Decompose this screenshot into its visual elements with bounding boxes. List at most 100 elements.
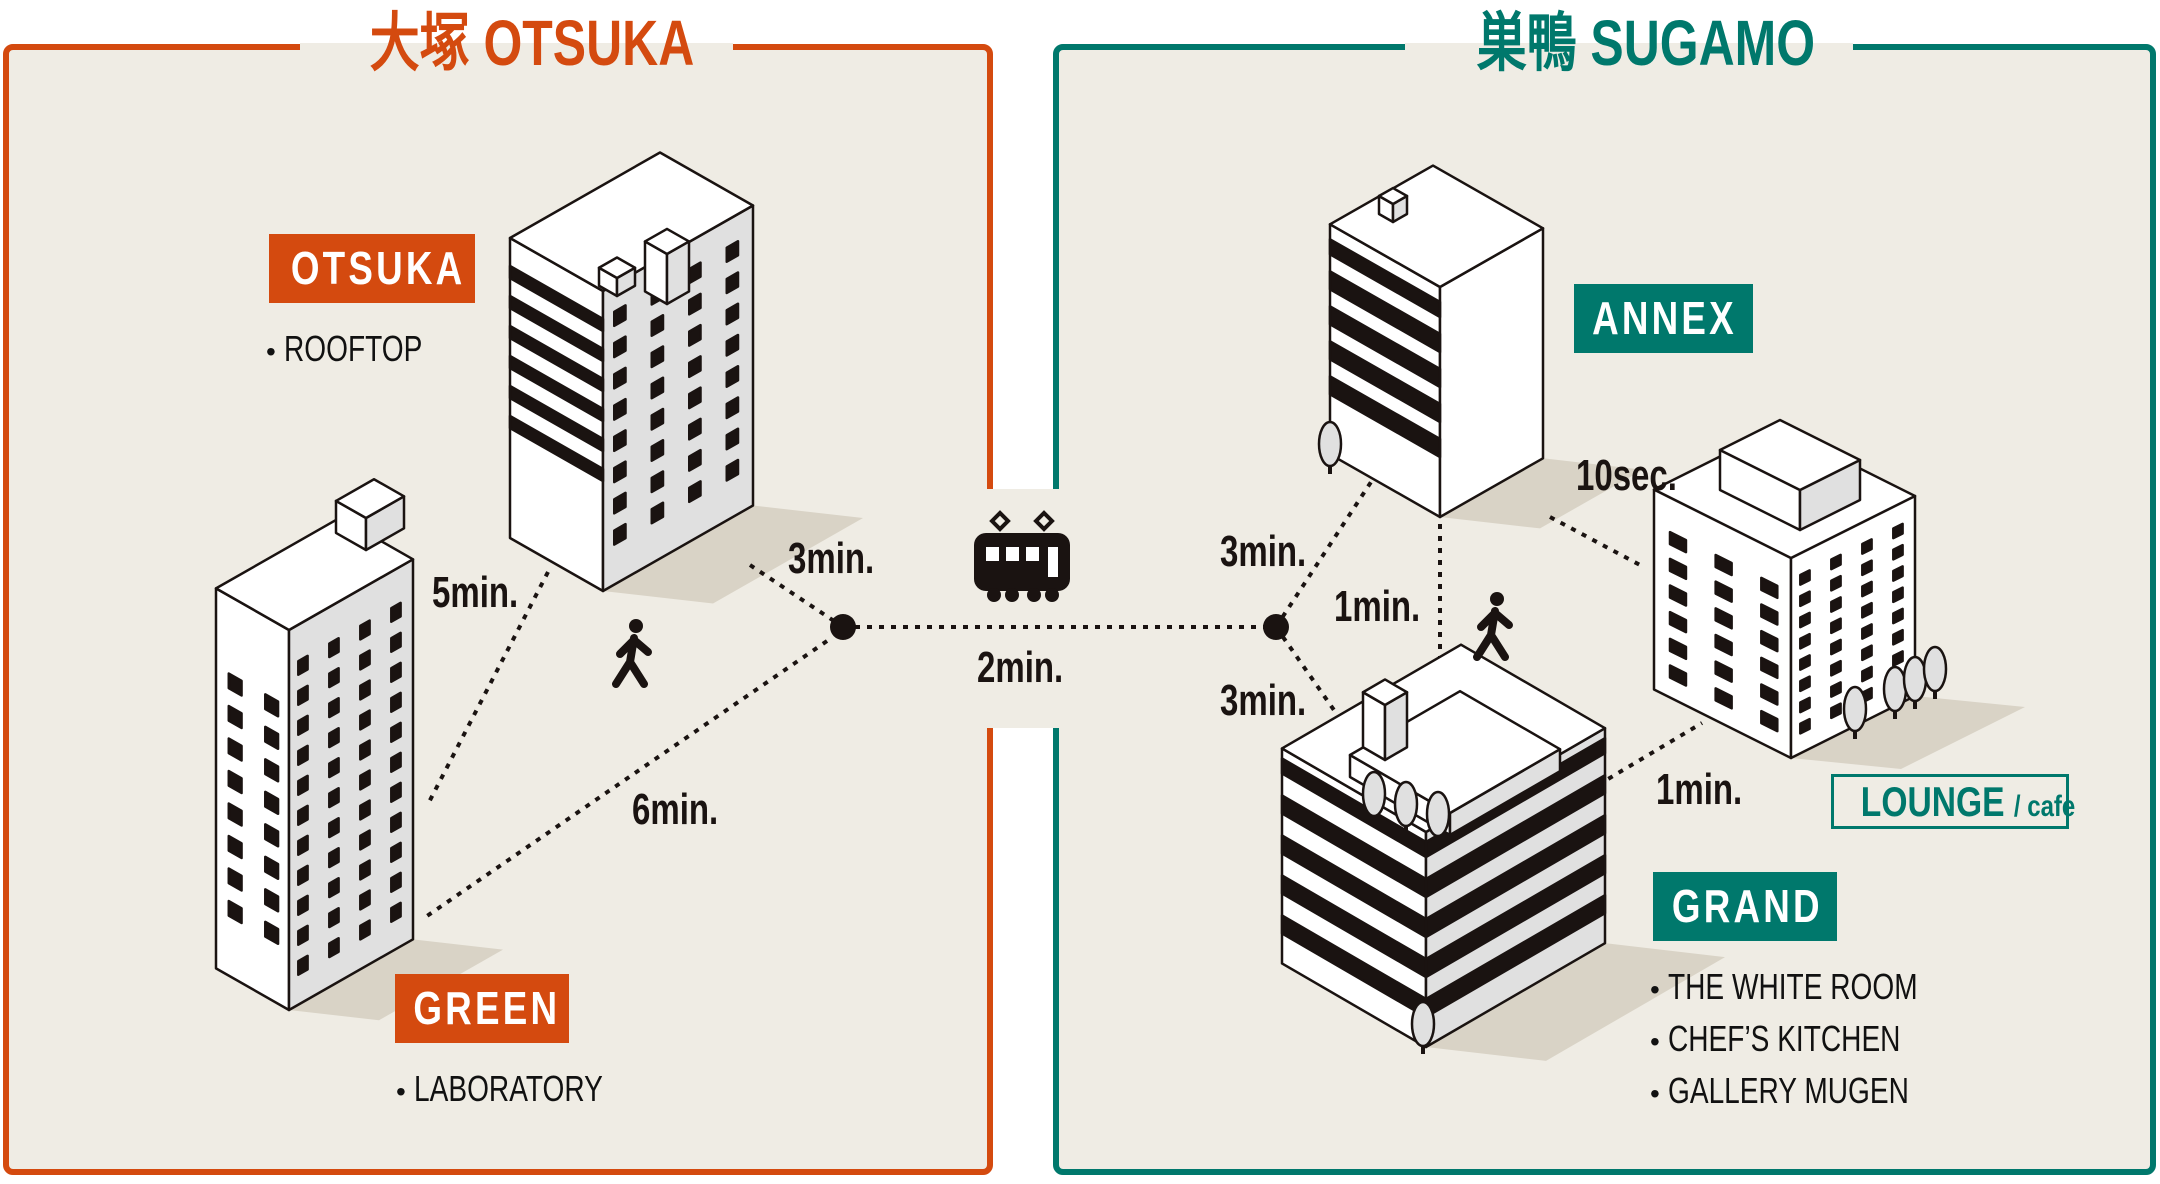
grand-venue-item: THE WHITE ROOM [1650,966,1988,1008]
otsuka-building-rooftop [643,227,691,306]
route-green-otsuka [425,571,550,807]
time-text: 3min. [1220,676,1307,725]
building-stripe [1328,340,1442,424]
building-stripe [1424,853,1607,979]
otsuka-building [508,151,755,593]
building-window [390,661,402,683]
annex-building [1328,164,1545,519]
building-window [328,756,340,779]
building-window [359,709,371,731]
building-window [297,864,309,886]
building-window [359,739,371,761]
building-window [390,601,402,623]
building-window [650,345,665,369]
building-window [227,769,243,795]
time-text: 3min. [1220,527,1307,576]
otsuka-building-rooftop [597,256,637,298]
time-grand-lounge: 1min. [1656,765,1771,815]
building-window [1799,696,1811,714]
sugamo-area-title: 巣鴨 SUGAMO [1405,8,1853,78]
building-window [650,470,665,494]
building-window [1892,628,1904,646]
building-window [1714,553,1733,577]
tree-icon [1317,420,1343,474]
building-roof [643,227,691,256]
building-stripe [508,414,605,483]
building-window [1799,611,1811,629]
building-window [1668,557,1688,581]
building-window [328,816,340,839]
time-green-station: 6min. [632,785,747,835]
rooftop-label: ROOFTOP [283,328,422,369]
grand-venue-badge: GRAND [1653,872,1837,941]
building-window [359,829,371,851]
tree-icon [1393,780,1419,834]
building-window [297,954,309,976]
building-window [359,889,371,911]
building-window [359,859,371,881]
building-window [1892,650,1904,667]
building-window [613,429,627,453]
otsuka-venue-badge: OTSUKA [269,234,475,303]
building-window [390,811,402,833]
building-window [650,407,665,431]
building-stripe [508,294,605,363]
building-window [264,725,280,751]
building-window [390,751,402,773]
time-train: 2min. [977,643,1092,693]
tree-icon [1922,645,1948,699]
building-window [359,679,371,701]
building-window [613,460,627,484]
building-window [297,834,309,856]
route-sugamo-grand [1274,625,1345,725]
building-window [1760,629,1779,653]
building-window [328,876,340,899]
building-window [688,355,702,379]
building-window [1799,654,1811,671]
building-stripe [508,324,605,393]
building-window [1799,590,1811,608]
green-building [214,516,415,1012]
building-window [264,855,280,881]
building-window [1830,659,1842,677]
building-roof [1361,678,1409,707]
building-window [297,684,309,706]
building-window [1760,576,1779,600]
otsuka-area-title-text: 大塚 OTSUKA [369,7,695,79]
lounge-venue-name: LOUNGE [1860,778,2005,825]
building-window [328,846,340,869]
building-window [1799,569,1811,586]
building-window [297,894,309,916]
building-window [264,823,280,848]
building-window [1714,607,1733,630]
building-roof [1377,186,1409,206]
chefs-kitchen-label: CHEF’S KITCHEN [1667,1018,1901,1059]
building-window [1714,580,1733,603]
lounge-venue-badge: LOUNGE / cafe [1831,774,2075,829]
building-window [328,906,340,929]
building-window [725,396,740,420]
green-venue-badge: GREEN [395,974,569,1043]
building-window [328,726,340,749]
route-sugamo-annex [1274,480,1373,629]
time-text: 6min. [632,785,719,834]
building-roof [1718,418,1862,492]
building-window [1799,675,1811,693]
building-window [297,804,309,826]
building-window [1861,580,1873,598]
building-window [650,438,665,462]
building-window [328,936,340,959]
sugamo-area-title-text: 巣鴨 SUGAMO [1476,7,1816,79]
building-window [725,333,740,357]
annex-venue-badge: ANNEX [1574,284,1753,353]
building-window [359,649,371,671]
building-window [328,786,340,809]
building-window [227,672,243,697]
building-window [297,744,309,766]
building-window [1830,638,1842,656]
grand-building-tower [1361,678,1409,762]
gallery-mugen-label: GALLERY MUGEN [1667,1070,1909,1111]
building-window [1861,665,1873,683]
building-window [725,271,740,295]
sugamo-station-dot [1263,614,1289,640]
